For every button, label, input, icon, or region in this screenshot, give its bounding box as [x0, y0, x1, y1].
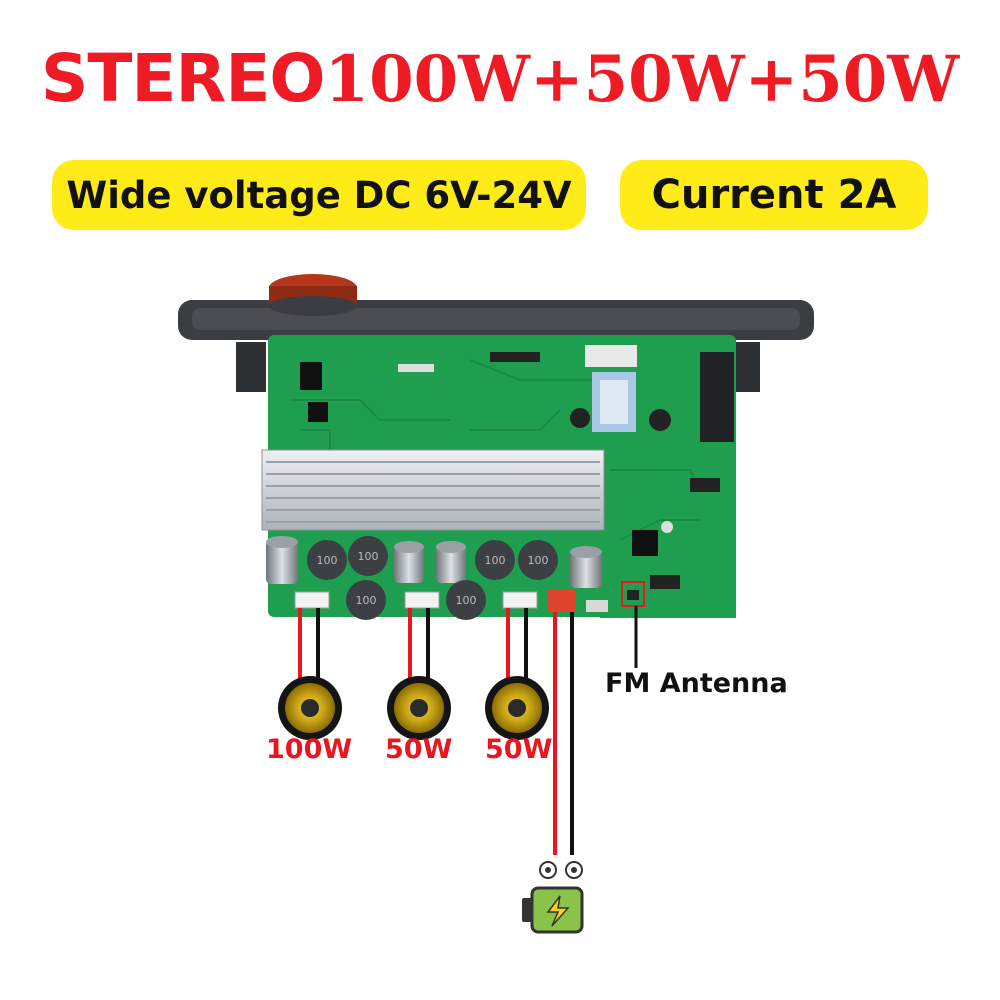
inductor-mark: 100: [356, 594, 377, 607]
battery-charging-icon: [522, 886, 584, 934]
capacitors: [266, 536, 602, 588]
terminal-ring-icon: [539, 861, 557, 879]
power-wires: [553, 612, 574, 855]
speaker-2-label: 50W: [385, 734, 453, 765]
speaker-wires: [298, 608, 528, 680]
speaker-1-label: 100W: [266, 734, 353, 765]
fm-antenna-label: FM Antenna: [605, 668, 788, 699]
speaker-icon: [387, 676, 451, 740]
terminal-ring-icon: [565, 861, 583, 879]
page-title: STEREO100W+50W+50W: [0, 40, 1000, 117]
inductor-mark: 100: [317, 554, 338, 567]
speaker-icon: [278, 676, 342, 740]
title-stereo: STEREO: [40, 40, 326, 117]
inductor-mark: 100: [456, 594, 477, 607]
inductor-mark: 100: [485, 554, 506, 567]
connectors: [294, 581, 645, 612]
speaker-icon: [485, 676, 549, 740]
front-panel: [178, 274, 814, 340]
current-badge: Current 2A: [620, 160, 928, 230]
inductor-mark: 100: [528, 554, 549, 567]
inductors: 100 100 100 100 100 100: [307, 536, 558, 620]
inductor-mark: 100: [358, 550, 379, 563]
title-power: 100W+50W+50W: [324, 42, 960, 117]
voltage-badge: Wide voltage DC 6V-24V: [52, 160, 586, 230]
speaker-3-label: 50W: [485, 734, 553, 765]
heatsink: [261, 449, 605, 531]
